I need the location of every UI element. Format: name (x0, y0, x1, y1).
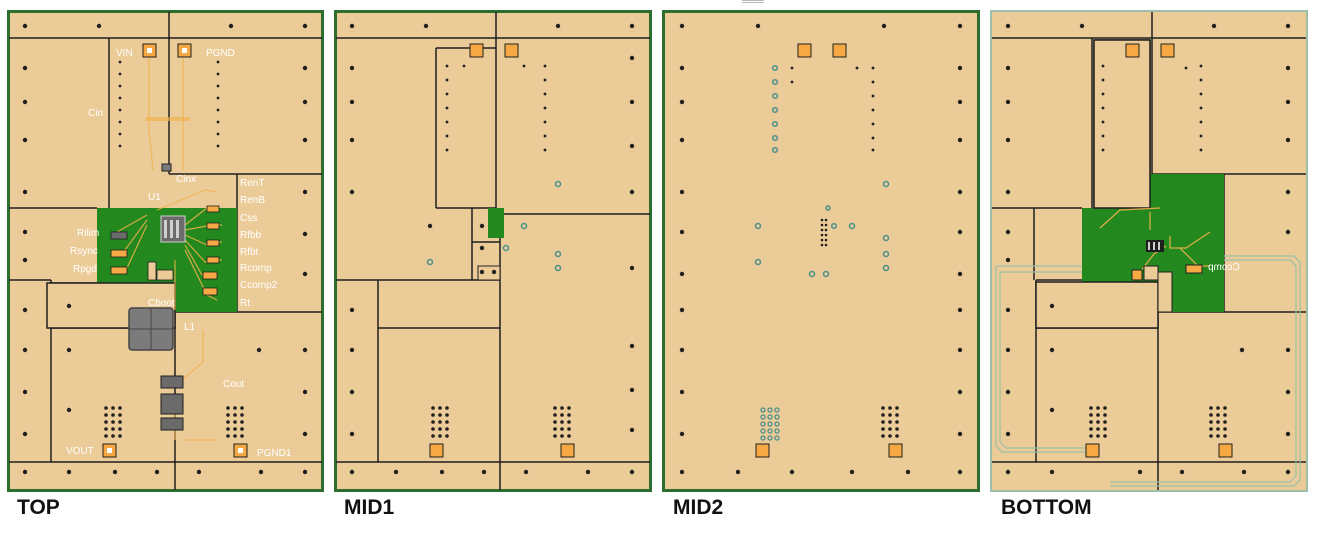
cinx-part (161, 163, 172, 172)
layer-panel-bottom: Ccomp (990, 10, 1308, 492)
label-cin: Cin (88, 108, 104, 119)
label-ccomp-mirrored: Ccomp (1208, 262, 1240, 273)
label-rcomp: Rcomp (240, 263, 272, 274)
label-rent: RenT (240, 178, 265, 189)
layer-panel-top: VIN PGND Cin Cinx U1 RenT RenB Css Rfbb … (7, 10, 324, 492)
label-rpgd: Rpgd (73, 264, 97, 275)
layer-title-mid2: MID2 (673, 496, 724, 519)
label-l1: L1 (184, 322, 196, 333)
label-ccomp2: Ccomp2 (240, 280, 278, 291)
label-css: Css (240, 213, 258, 224)
small-passives (110, 205, 220, 296)
label-u1: U1 (148, 192, 161, 203)
label-pgnd1: PGND1 (257, 448, 292, 459)
layer-title-bottom: BOTTOM (1001, 496, 1092, 519)
label-vout: VOUT (66, 446, 94, 457)
terminal-pads (102, 43, 248, 458)
label-pgnd: PGND (206, 48, 235, 59)
mid2-layer-board (662, 10, 980, 492)
label-renb: RenB (240, 195, 266, 206)
layer-title-top: TOP (17, 496, 60, 519)
mid1-layer-board (334, 10, 652, 492)
label-cout: Cout (223, 379, 245, 390)
label-rfbt: Rfbt (240, 247, 259, 258)
label-cboot: Cboot (148, 298, 175, 309)
bottom-layer-board (990, 10, 1308, 492)
layer-panel-mid2 (662, 10, 980, 492)
corner-holes (22, 23, 308, 475)
label-rfbb: Rfbb (240, 230, 262, 241)
window-drag-handle[interactable] (742, 0, 764, 4)
output-caps (160, 375, 184, 431)
via-column-vin (118, 60, 220, 148)
label-rt: Rt (240, 298, 250, 309)
layer-panel-mid1 (334, 10, 652, 492)
via-array-out (104, 406, 244, 438)
label-vin: VIN (116, 48, 133, 59)
top-layer-board (7, 10, 324, 492)
layer-title-mid1: MID1 (344, 496, 395, 519)
label-cinx: Cinx (176, 174, 197, 185)
label-rilim: Rilim (77, 228, 100, 239)
label-rsync: Rsync (70, 246, 98, 257)
